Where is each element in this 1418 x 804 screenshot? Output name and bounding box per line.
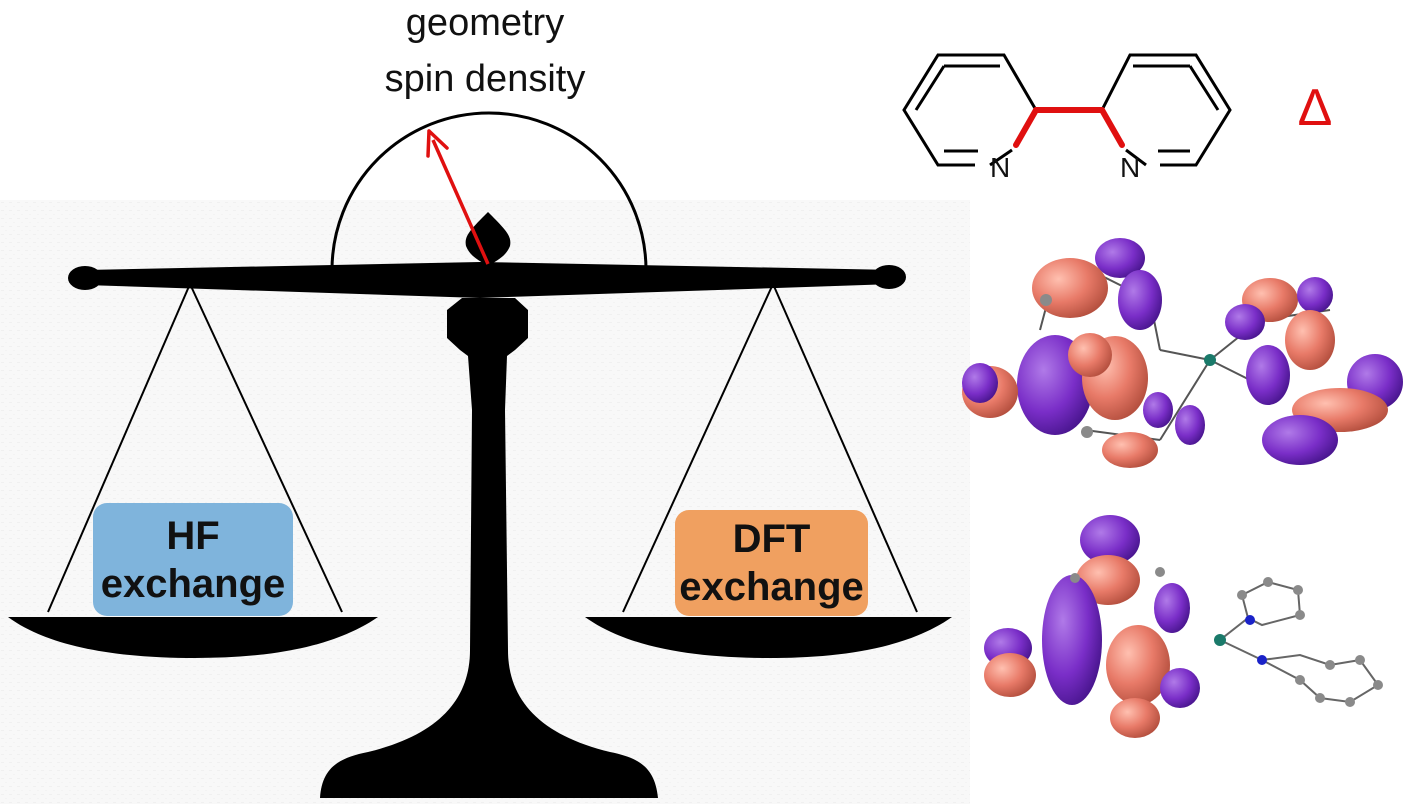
right-string-b <box>772 283 918 613</box>
left-pan <box>8 617 378 658</box>
orbital-render-icon <box>962 238 1403 468</box>
orbital-render-lower-icon <box>984 515 1383 738</box>
gauge-label-spin-density: spin density <box>384 58 586 100</box>
finial <box>465 212 511 266</box>
hf-box-subtitle: exchange <box>100 561 286 606</box>
beam-end-right <box>872 265 906 289</box>
bipyridine-red-bonds <box>1013 107 1125 148</box>
delta-symbol: Δ <box>1297 79 1333 137</box>
gauge-label-geometry: geometry <box>405 2 565 44</box>
gauge-arc <box>330 111 648 271</box>
beam <box>85 262 895 298</box>
dft-box-title: DFT <box>732 517 811 561</box>
beam-end-left <box>68 266 102 290</box>
hf-exchange-box: HF exchange <box>93 503 293 616</box>
left-string-a <box>47 283 191 613</box>
balance-scale-icon <box>8 111 952 798</box>
nitrogen-label-left: N <box>990 152 1011 183</box>
right-pan <box>585 617 952 658</box>
needle-arrow-icon <box>426 129 490 265</box>
left-string-b <box>189 283 343 613</box>
hf-box-title: HF <box>166 513 220 558</box>
right-string-a <box>622 283 774 613</box>
column <box>320 298 658 798</box>
dft-box-subtitle: exchange <box>679 565 864 609</box>
nitrogen-label-right: N <box>1120 152 1141 183</box>
bipyridine-structure-icon <box>902 53 1232 167</box>
dft-exchange-box: DFT exchange <box>675 510 868 616</box>
